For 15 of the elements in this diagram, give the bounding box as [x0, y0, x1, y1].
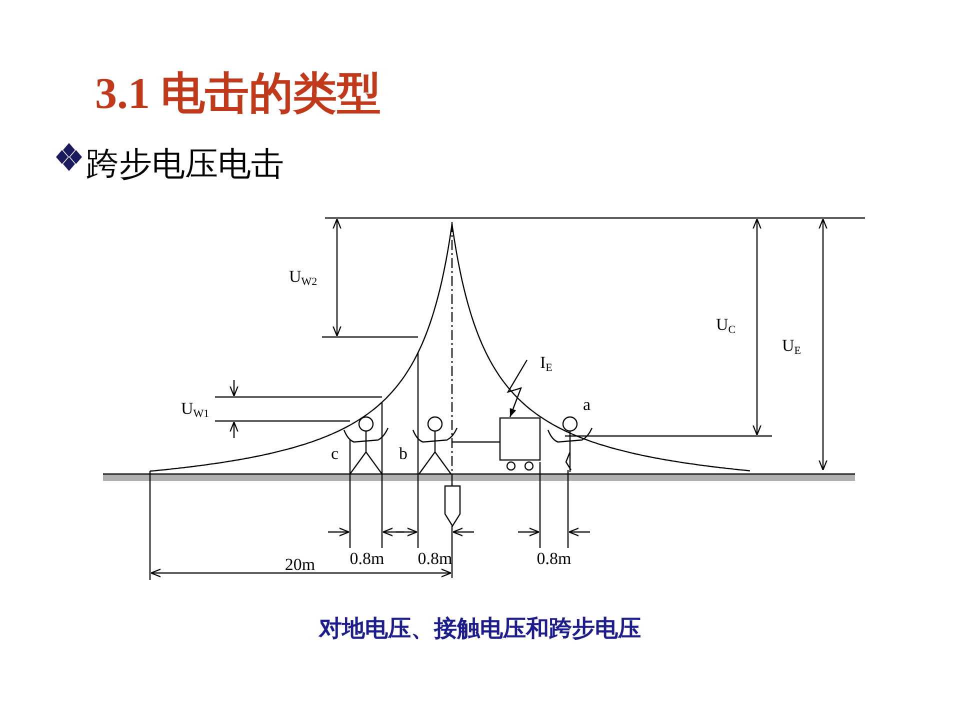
dimension-label: 0.8m	[350, 550, 384, 567]
current-label: I$_{E}$	[540, 354, 552, 374]
figure-caption: 对地电压、接触电压和跨步电压	[319, 618, 641, 641]
subheading: 跨步电压电击	[86, 147, 284, 180]
slide-title: 3.1 电击的类型	[95, 72, 381, 116]
dimension-label: 20m	[284, 556, 316, 573]
point-label: b	[399, 445, 408, 462]
point-label: a	[583, 396, 591, 413]
dimension-label: 0.8m	[418, 550, 452, 567]
point-label: c	[331, 445, 339, 462]
dimension-label: U$_{E}$	[782, 337, 802, 357]
dimension-label: U$_{C}$	[716, 316, 736, 336]
dimension-label: 0.8m	[536, 550, 572, 567]
dimension-label: U$_{W1}$	[181, 400, 210, 420]
dimension-label: U$_{W2}$	[289, 268, 318, 288]
